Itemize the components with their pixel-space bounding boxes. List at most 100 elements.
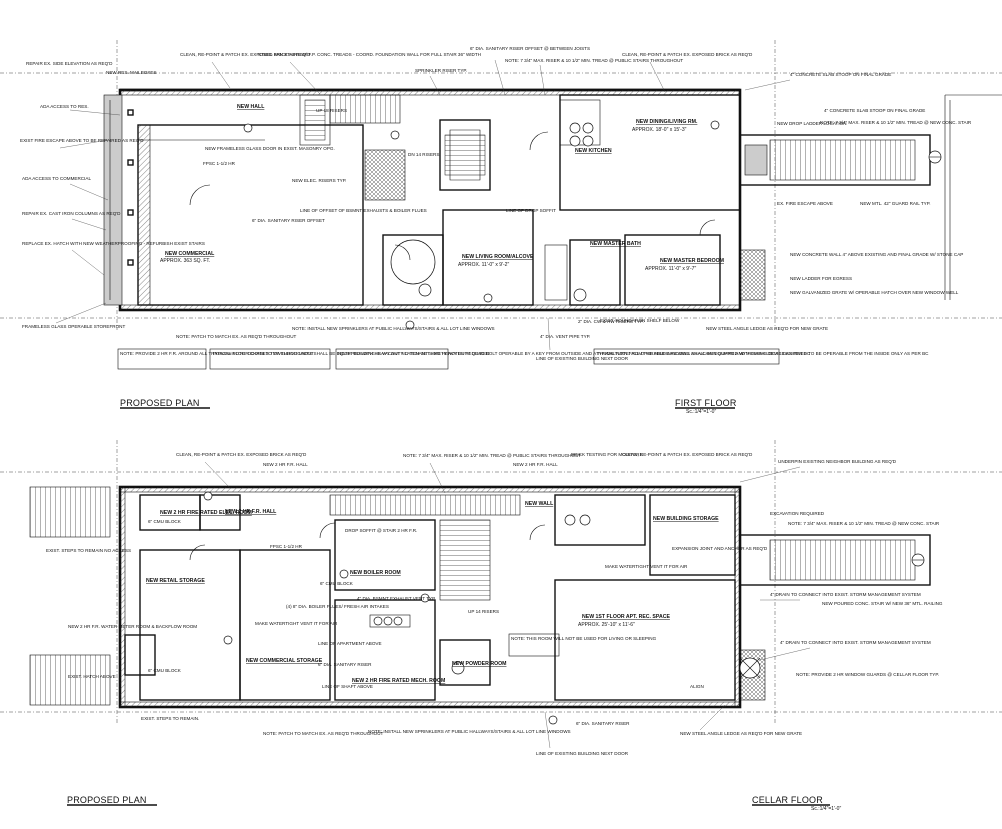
ff-note-sprinkler: SPRINKLER RISER TYP. [415, 68, 467, 73]
cellar-floor-scale: Sc.:1/4"=1'-0" [811, 806, 841, 812]
ff-note-steel-pan: STEEL PAN STAIRS W/ F.P. CONC. TREADS - … [258, 52, 481, 57]
cf-note-sanitary-2: 6" DIA. SANITARY RISER [576, 721, 630, 726]
cf-note-boiler-flues: (4) 8" DIA. BOILER FLUES/ FRESH AIR INTA… [286, 604, 389, 609]
cellar-floor-plan [0, 440, 1002, 725]
ff-note-fpsc: FPSC 1-1/2 HR [203, 161, 236, 166]
ff-note-sanitary-offset: 6" DIA. SANITARY RISER OFFSET @ BETWEEN … [470, 46, 590, 51]
cf-note-brick-testing: BRICK TESTING FOR MOISTURE [571, 452, 643, 457]
leader-lines [55, 59, 811, 749]
ff-note-hatch: REPLACE EX. HATCH WITH NEW WEATHERPROOFI… [22, 241, 205, 246]
cellar-floor-notes: CLEAN, RE-POINT & PATCH EX. EXPOSED BRIC… [46, 452, 943, 756]
ff-note-frameless-door: NEW FRAMELESS GLASS DOOR IN EXIST. MASON… [205, 146, 335, 151]
ff-note-mailboxes: NEW RES. MAILBOXES [106, 70, 157, 75]
ff-note-sash-locks: TYPICAL NOTE: ALL OPERABLE WINDOWS SHALL… [596, 351, 929, 356]
room-boiler-name: NEW BOILER ROOM [350, 570, 401, 576]
first-floor-notes: REPAIR EX. SIDE ELEVATION AS REQ'D NEW R… [20, 46, 972, 361]
cf-note-patch: NOTE: PATCH TO MATCH EX. AS REQ'D THROUG… [263, 731, 384, 736]
cf-note-exist-steps: EXIST. STEPS TO REMAIN NO ACCESS [46, 548, 131, 553]
ff-note-grate: NEW GALVANIZED GRATE W/ OPERABLE HATCH O… [790, 290, 959, 295]
cf-note-up-risers: UP 14 RISERS [468, 609, 499, 614]
ff-note-concrete-wall: NEW CONCRETE WALL 4" ABOVE EXISTING AND … [790, 252, 963, 257]
room-dining-name: NEW DINING/LIVING RM. [636, 119, 698, 125]
room-bldg-storage-name: NEW BUILDING STORAGE [653, 516, 719, 522]
room-master-name: NEW MASTER BEDROOM [660, 258, 724, 264]
first-floor-scale: Sc.:1/4"=1'-0" [686, 409, 716, 415]
first-floor-title-left: PROPOSED PLAN [120, 398, 200, 408]
ff-note-ada-res: ADA ACCESS TO RES. [40, 104, 89, 109]
ff-note-new-conc-stair: NOTE: 7 3/4" MAX. RISER & 10 1/2" MIN. T… [820, 120, 972, 125]
ff-note-sprinklers: NOTE: INSTALL NEW SPRINKLERS AT PUBLIC H… [292, 326, 495, 331]
ff-note-fire-escape: EXIST FIRE ESCAPE ABOVE TO BE REPAIRED A… [20, 138, 144, 143]
ff-note-slab-stoop-1: 4" CONCRETE SLAB STOOP ON FINAL GRADE [790, 72, 891, 77]
ff-note-fire-escape-above: EX. FIRE ESCAPE ABOVE [777, 201, 833, 206]
room-storage-name: NEW RETAIL STORAGE [146, 578, 205, 584]
room-commercial-area: APPROX. 363 SQ. FT. [160, 258, 210, 264]
room-powder-name: NEW POWDER ROOM [452, 661, 506, 667]
ff-note-patch: NOTE: PATCH TO MATCH EX. AS REQ'D THROUG… [176, 334, 297, 339]
cf-note-clean-repoint-2: CLEAN, RE-POINT & PATCH EX. EXPOSED BRIC… [622, 452, 753, 457]
cf-note-bsmnt-exhaust: 4" DIA. BSMNT EXHAUST VENT TYP. [357, 596, 436, 601]
cf-note-excavation: EXCAVATION REQUIRED [770, 511, 825, 516]
ff-note-elec-risers: NEW ELEC. RISERS TYP. [292, 178, 346, 183]
cf-note-underpin: UNDERPIN EXISTING NEIGHBOR BUILDING AS R… [778, 459, 897, 464]
cellar-floor-title-left: PROPOSED PLAN [67, 795, 147, 805]
cf-note-window-guards: NOTE: PROVIDE 2 HR WINDOW GUARDS @ CELLA… [796, 672, 939, 677]
ff-note-clean-repoint-2: CLEAN, RE-POINT & PATCH EX. EXPOSED BRIC… [622, 52, 753, 57]
room-fr-hall-name: NEW 2 HR F.R. HALL [225, 509, 277, 515]
ff-note-ada-comm: ADA ACCESS TO COMMERCIAL [22, 176, 91, 181]
cf-note-steps-remain: EXIST. STEPS TO REMAIN. [141, 716, 199, 721]
ff-note-drop-soffit: LINE OF DROP SOFFIT [506, 208, 556, 213]
cf-note-line-apt: LINE OF APARTMENT ABOVE [318, 641, 382, 646]
cf-note-clean-repoint-1: CLEAN, RE-POINT & PATCH EX. EXPOSED BRIC… [176, 452, 307, 457]
ff-note-repair-elev: REPAIR EX. SIDE ELEVATION AS REQ'D [26, 61, 113, 66]
first-floor-title-right: FIRST FLOOR [675, 398, 737, 408]
cf-note-not-living: NOTE: THIS ROOM WILL NOT BE USED FOR LIV… [511, 636, 657, 641]
cf-note-cmu-1: 6" CMU BLOCK [148, 519, 182, 524]
ff-note-doors-dwelling: TYPICAL NOTE: DOORS TO DWELLING UNITS SH… [212, 351, 811, 356]
ff-note-sanitary-offset-2: 6" DIA. SANITARY RISER OFFSET [252, 218, 325, 223]
cf-note-fpsc: FPSC 1-1/2 HR [270, 544, 303, 549]
room-comm-storage-name: NEW COMMERCIAL STORAGE [246, 658, 323, 664]
cf-note-align: ALIGN [690, 684, 704, 689]
ff-note-slab-stoop-2: 4" CONCRETE SLAB STOOP ON FINAL GRADE [824, 108, 925, 113]
cf-note-steel-angle: NEW STEEL ANGLE LEDGE AS REQ'D FOR NEW G… [680, 731, 802, 736]
room-living-area: APPROX. 11'-0" x 9'-2" [458, 262, 509, 268]
room-dining-area: APPROX. 18'-0" x 15'-3" [632, 127, 687, 133]
ff-note-clean-repoint-1: CLEAN, RE-POINT & PATCH EX. EXPOSED BRIC… [180, 52, 311, 57]
cf-note-drop-soffit: DROP SOFFIT @ STAIR 2 HR F.R. [345, 528, 417, 533]
cf-note-poured-stair: NEW POURED CONC. STAIR W/ NEW 36" MTL. R… [822, 601, 943, 606]
room-master-bath-name: NEW MASTER BATH [590, 241, 641, 247]
ff-note-vent-pipe: 4" DIA. VENT PIPE TYP. [540, 334, 590, 339]
room-living-name: NEW LIVING ROOM/ALCOVE [462, 254, 534, 260]
cf-note-watertight-2: MAKE WATERTIGHT VENT IT FOR AIR [605, 564, 688, 569]
ff-note-bldg-next-door: LINE OF EXISTING BUILDING NEXT DOOR [536, 356, 629, 361]
room-apt-name: NEW 1ST FLOOR APT. REC. SPACE [582, 614, 670, 620]
ff-note-steel-angle: NEW STEEL ANGLE LEDGE AS REQ'D FOR NEW G… [706, 326, 828, 331]
cf-note-conc-stair: NOTE: 7 3/4" MAX. RISER & 10 1/2" MIN. T… [788, 521, 940, 526]
room-hall-name: NEW HALL [237, 104, 265, 110]
cf-note-water-meter: NEW 2 HR F.R. WATER METER ROOM & BACKFLO… [68, 624, 197, 629]
cellar-floor-title-right: CELLAR FLOOR [752, 795, 823, 805]
ff-note-ladder-egress: NEW LADDER FOR EGRESS [790, 276, 852, 281]
ff-note-cw-hw: 2" DIA. CW & HW RISERS TYP. [578, 319, 644, 324]
room-master-area: APPROX. 11'-0" x 9'-7" [645, 266, 696, 272]
ff-note-storefront: FRAMELESS GLASS OPERABLE STOREFRONT [22, 324, 125, 329]
room-kitchen-name: NEW KITCHEN [575, 148, 612, 154]
ff-note-up-risers: UP 18 RISERS [316, 108, 347, 113]
cf-note-riser-tread: NOTE: 7 3/4" MAX. RISER & 10 1/2" MIN. T… [403, 453, 581, 458]
ff-note-drop-ladder: NEW DROP LADDER LOCATION [777, 121, 847, 126]
cf-note-bldg-next-door: LINE OF EXISTING BUILDING NEXT DOOR [536, 751, 629, 756]
ff-note-foundation-shelf: EXIST. FOUNDATION SHELF BELOW [600, 318, 680, 323]
cf-note-hatch: EXIST. HATCH ABOVE [68, 674, 116, 679]
ff-note-dn-risers: DN 14 RISERS [408, 152, 439, 157]
ff-note-riser-tread: NOTE: 7 3/4" MAX. RISER & 10 1/2" MIN. T… [505, 58, 683, 63]
cf-note-fr-hall-2: NEW 2 HR F.R. HALL [513, 462, 558, 467]
ff-note-guard-rail: NEW MTL. 42" GUARD RAIL TYP. [860, 201, 930, 206]
cf-note-sanitary-1: 6" DIA. SANITARY RISER [318, 662, 372, 667]
room-elec-name: NEW 2 HR FIRE RATED ELEC. ROOM [160, 510, 252, 516]
cf-note-cmu-2: 6" CMU BLOCK [320, 581, 354, 586]
ff-note-vacant: NOTE: BUILDING IS VACANT NO TENANT SAFET… [338, 351, 490, 356]
cf-note-cmu-3: 6" CMU BLOCK [148, 668, 182, 673]
